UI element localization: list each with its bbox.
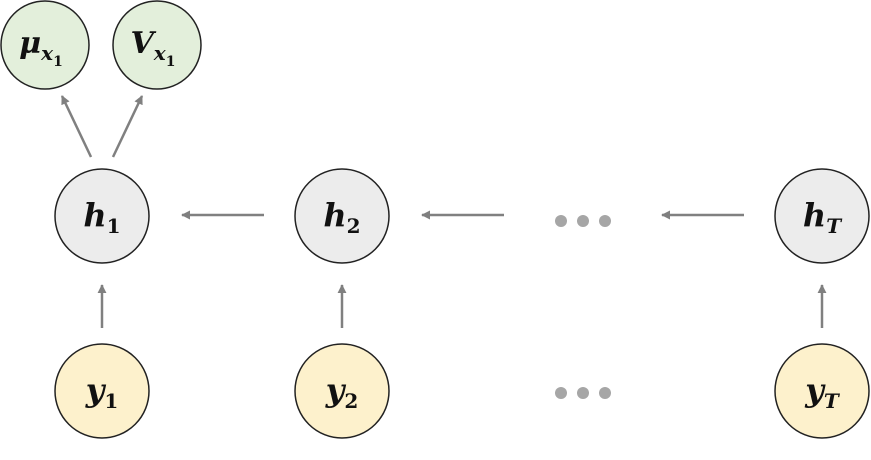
node-y2-circle xyxy=(294,343,390,439)
node-h1-label: h1 xyxy=(83,196,120,238)
node-y1: y1 xyxy=(54,343,150,439)
node-v-subsub: 1 xyxy=(166,54,176,70)
node-y1-sub: 1 xyxy=(104,389,118,413)
node-y1-circle xyxy=(54,343,150,439)
node-h2-circle xyxy=(294,168,390,264)
node-v-sub: x xyxy=(153,41,167,65)
node-hT-sub: T xyxy=(826,214,843,238)
node-y2: y2 xyxy=(294,343,390,439)
hidden-dot-3 xyxy=(599,215,611,227)
node-hT-symbol: h xyxy=(803,196,826,234)
node-y2-symbol: y xyxy=(325,371,347,409)
node-mu-circle xyxy=(0,0,90,90)
node-h2-sub: 2 xyxy=(347,214,361,238)
node-h1-sub: 1 xyxy=(107,214,121,238)
node-h2-symbol: h xyxy=(323,196,346,234)
observed-ellipsis xyxy=(555,387,611,399)
observed-dot-2 xyxy=(577,387,589,399)
node-h1-symbol: h xyxy=(83,196,106,234)
node-h1-circle xyxy=(54,168,150,264)
hidden-ellipsis xyxy=(555,215,611,227)
observed-dot-1 xyxy=(555,387,567,399)
node-hT: hT xyxy=(774,168,870,264)
node-hT-label: hT xyxy=(803,196,843,238)
observed-dot-3 xyxy=(599,387,611,399)
node-h2-label: h2 xyxy=(323,196,360,238)
node-y1-symbol: y xyxy=(85,371,107,409)
node-yT-label: yT xyxy=(804,371,841,413)
node-mu-symbol: μ xyxy=(19,26,41,61)
node-yT-sub: T xyxy=(824,389,841,413)
arrow-h1-to-v xyxy=(111,95,144,158)
arrows xyxy=(60,95,827,328)
node-v-x1: Vx1 xyxy=(112,0,202,90)
node-y2-label: y2 xyxy=(325,371,359,413)
node-v-circle xyxy=(112,0,202,90)
node-v-label: Vx1 xyxy=(131,26,176,70)
node-yT-symbol: y xyxy=(804,371,826,409)
node-yT-circle xyxy=(774,343,870,439)
node-mu-sub: x xyxy=(40,41,54,65)
node-mu-x1: μx1 xyxy=(0,0,90,90)
hidden-dot-2 xyxy=(577,215,589,227)
node-h2: h2 xyxy=(294,168,390,264)
arrow-h1-to-mu xyxy=(60,95,93,158)
node-mu-subsub: 1 xyxy=(53,54,63,70)
node-y2-sub: 2 xyxy=(344,389,358,413)
node-v-symbol: V xyxy=(131,26,157,61)
node-h1: h1 xyxy=(54,168,150,264)
node-yT: yT xyxy=(774,343,870,439)
node-y1-label: y1 xyxy=(85,371,119,413)
hidden-dot-1 xyxy=(555,215,567,227)
node-mu-label: μx1 xyxy=(19,26,63,70)
node-hT-circle xyxy=(774,168,870,264)
